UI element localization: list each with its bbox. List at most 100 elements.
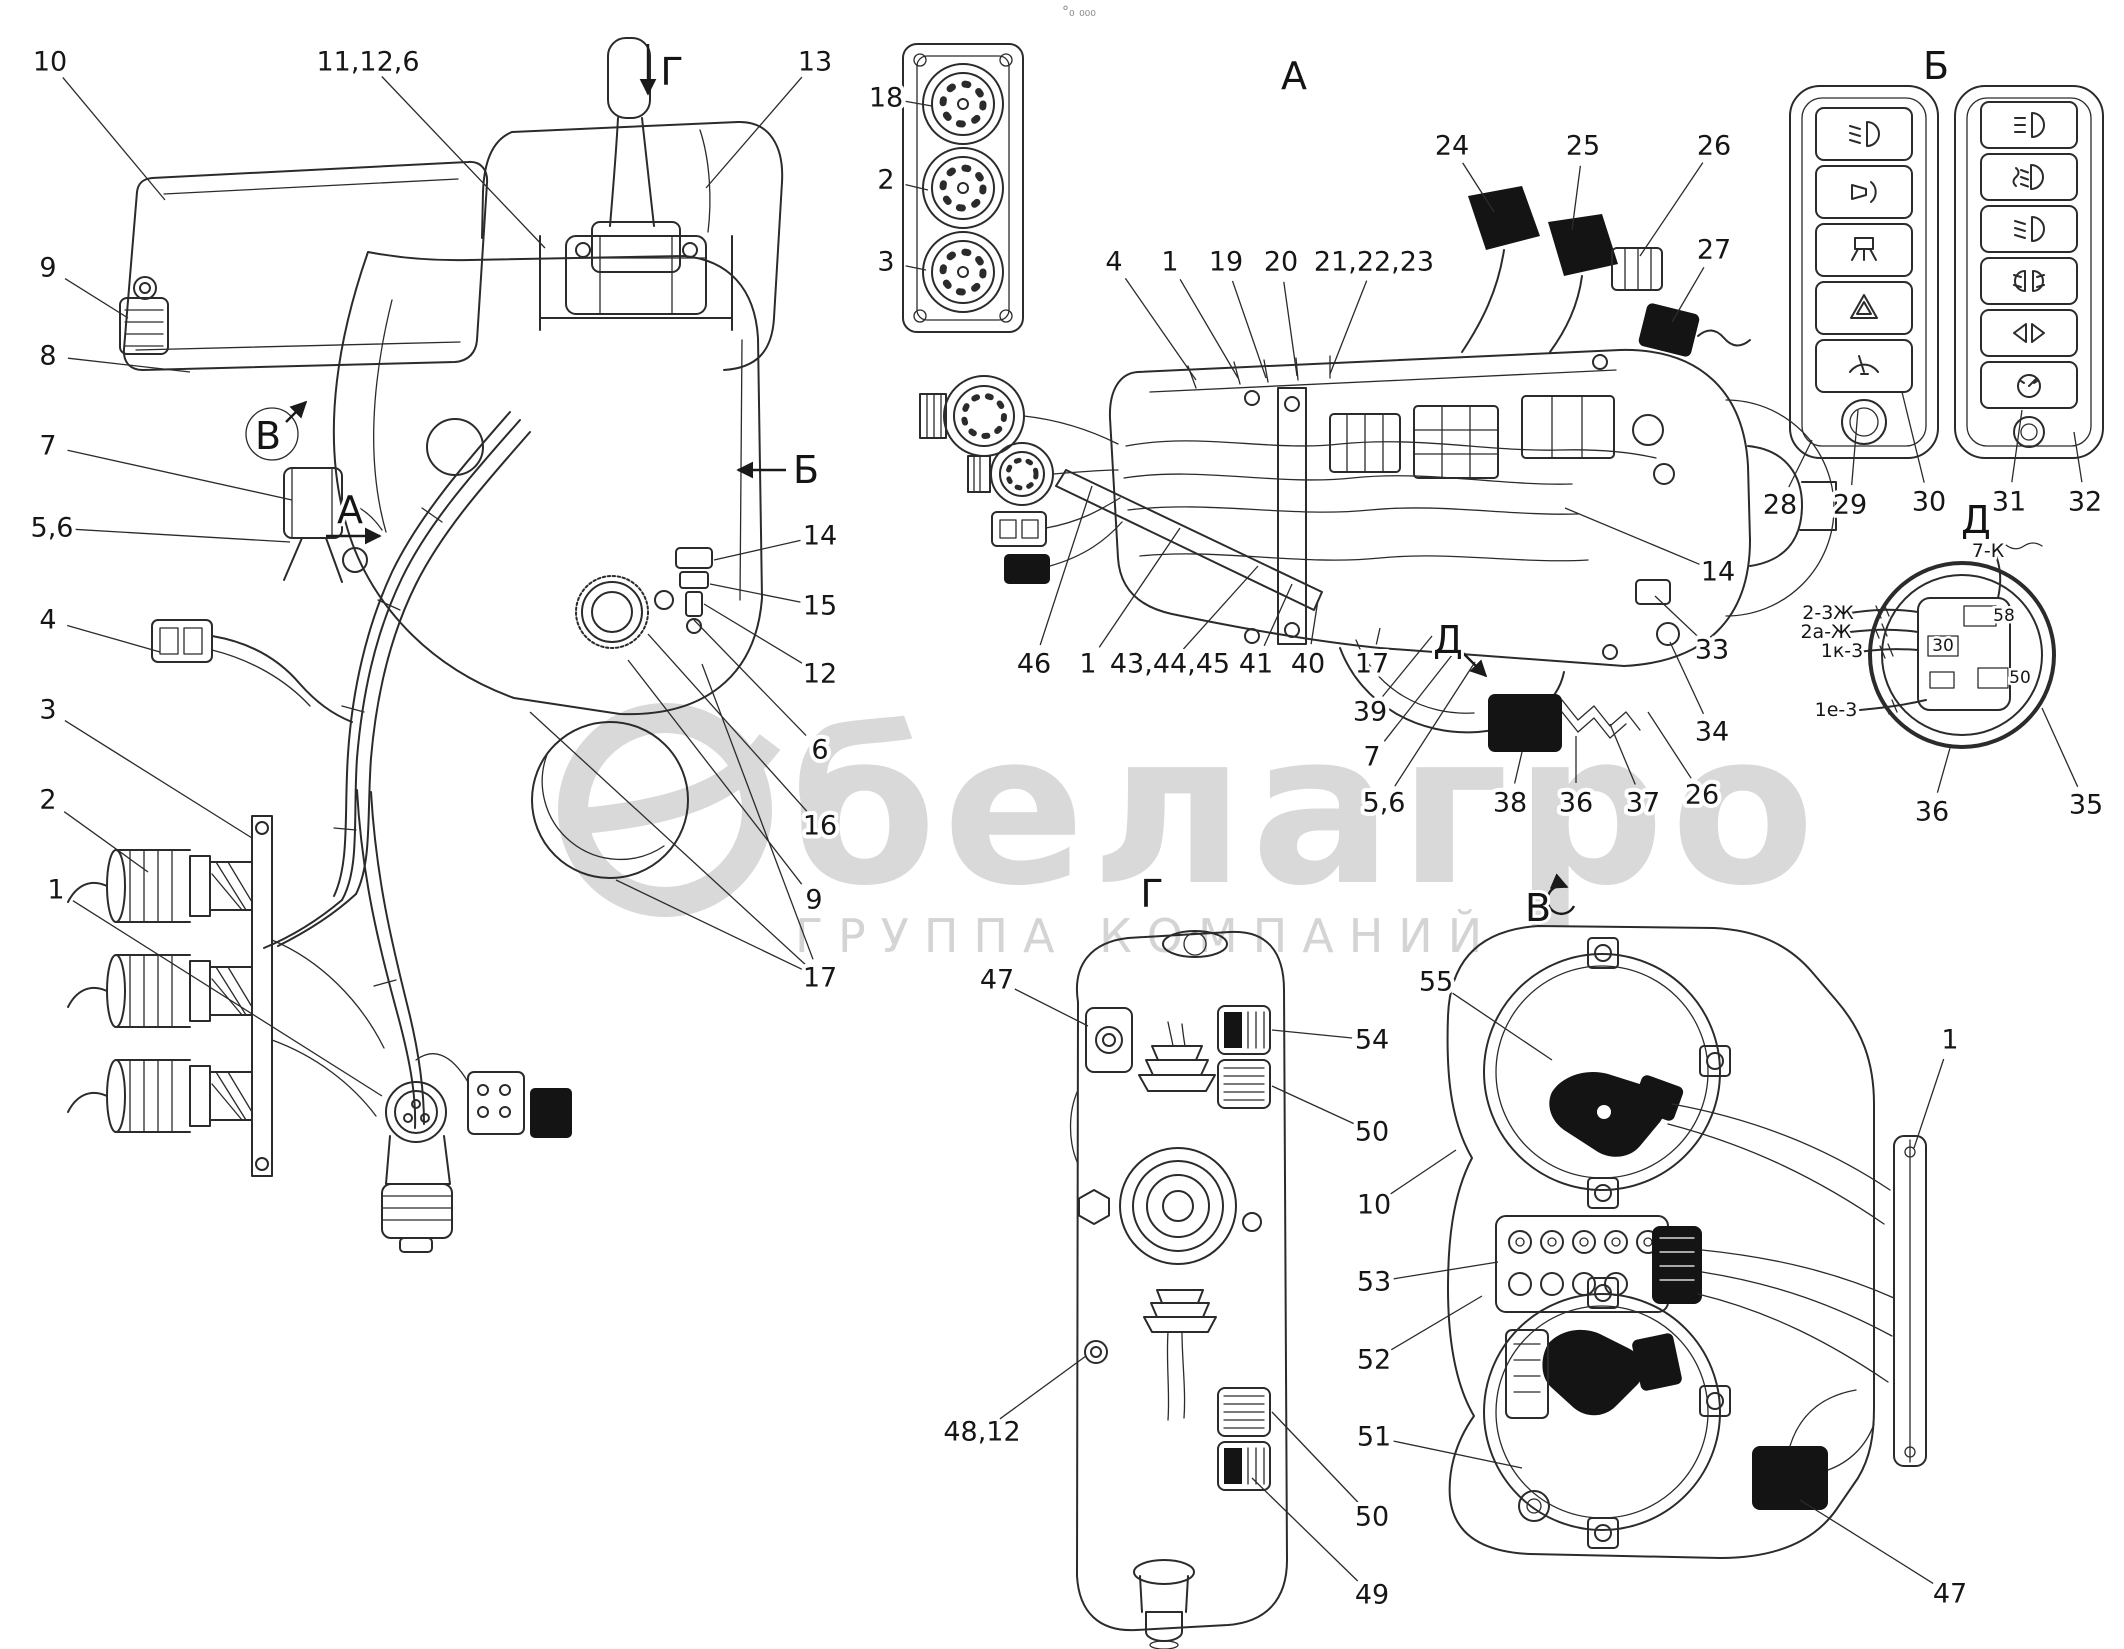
callout-10-0: 10 xyxy=(33,47,67,78)
callout-12-13: 12 xyxy=(803,659,837,690)
view-direction-g: Г xyxy=(660,50,683,94)
round-connector-1 xyxy=(67,849,253,923)
round-connector-2 xyxy=(67,954,253,1028)
callout-40-37: 40 xyxy=(1291,649,1325,680)
headlight-high-beam-icon xyxy=(2014,112,2045,138)
callout-leader-40 xyxy=(1310,599,1319,645)
callout-leader-7 xyxy=(1383,649,1457,742)
callout-leader-51 xyxy=(1393,1440,1523,1469)
callout-1-60: 1 xyxy=(1941,1025,1958,1056)
callout-leader-31 xyxy=(2011,409,2023,483)
callout-leader-7 xyxy=(67,449,293,501)
callout-leader-2 xyxy=(905,183,929,191)
callout-5,6-41: 5,6 xyxy=(1363,788,1406,819)
switch-cell-right-1 xyxy=(1980,153,2078,201)
harness-round-connector-small xyxy=(967,442,1054,506)
callout-leader-16 xyxy=(647,633,808,812)
callout-33-31: 33 xyxy=(1695,635,1729,666)
wiper-icon xyxy=(1849,355,1879,375)
callout-leader-26 xyxy=(1639,162,1704,257)
callout-leader-14 xyxy=(1564,507,1700,565)
callout-41-36: 41 xyxy=(1239,649,1273,680)
callout-leader-35 xyxy=(2041,707,2079,788)
callout-32-50: 32 xyxy=(2068,487,2102,518)
panel-connector xyxy=(119,276,169,355)
callout-leader-55 xyxy=(1452,992,1553,1061)
callout-leader-34 xyxy=(1669,641,1705,715)
steering-column-side-view xyxy=(67,37,784,1253)
switch-panel-icons xyxy=(1815,101,2078,448)
callout-leader-48,12 xyxy=(997,1355,1087,1421)
callout-leader-53 xyxy=(1393,1261,1499,1280)
callout-28-46: 28 xyxy=(1763,490,1797,521)
section-v-view xyxy=(1446,925,1927,1559)
callout-leader-6 xyxy=(693,619,807,737)
callout-14-30: 14 xyxy=(1701,557,1735,588)
rocker-switch-49 xyxy=(1217,1441,1271,1491)
callout-leader-4 xyxy=(1124,278,1197,381)
callout-8-4: 8 xyxy=(39,341,56,372)
switch-panel-right-frame xyxy=(1954,85,2104,459)
callout-4-25: 4 xyxy=(1105,247,1122,278)
callout-53-62: 53 xyxy=(1357,1267,1391,1298)
wire-label-2-3Ж: 2-3Ж xyxy=(1802,602,1854,624)
callout-7-40: 7 xyxy=(1363,742,1380,773)
headlight-low-beam-icon xyxy=(1849,121,1880,147)
callout-26-45: 26 xyxy=(1685,780,1719,811)
harness-loop xyxy=(531,721,689,879)
watermark-logo-icon xyxy=(558,703,781,917)
view-marker-v-arrow xyxy=(285,400,308,423)
callout-leader-43,44,45 xyxy=(1182,565,1259,650)
callout-leader-24 xyxy=(1462,162,1495,213)
switch-cell-left-4 xyxy=(1815,339,1913,393)
dash-panel xyxy=(122,160,489,371)
callout-30-48: 30 xyxy=(1912,487,1946,518)
callout-2-9: 2 xyxy=(39,785,56,816)
cluster-housing-outline xyxy=(1446,925,1875,1559)
mount-clips xyxy=(1587,937,1731,1549)
callout-leader-2 xyxy=(63,811,149,873)
callout-leader-9 xyxy=(64,278,129,319)
callout-leader-36 xyxy=(1936,747,1951,793)
callout-leader-9 xyxy=(627,659,803,885)
ribbed-round-connector xyxy=(381,1081,453,1253)
rocker-switch-left xyxy=(1085,1007,1133,1073)
section-g-view xyxy=(1069,930,1288,1649)
callout-34-32: 34 xyxy=(1695,717,1729,748)
wire-label-30: 30 xyxy=(1932,636,1954,656)
column-top-outline xyxy=(1108,348,1751,667)
callout-47-53: 47 xyxy=(980,965,1014,996)
callout-leader-49 xyxy=(1251,1477,1359,1582)
callout-leader-17 xyxy=(701,663,814,960)
section-label-d: Д xyxy=(1961,498,1991,542)
lower-boot xyxy=(1143,1289,1217,1333)
harness-round-connector-big xyxy=(919,375,1025,457)
callout-29-47: 29 xyxy=(1833,490,1867,521)
callout-47-65: 47 xyxy=(1933,1579,1967,1610)
callout-leader-41 xyxy=(1263,583,1293,647)
connector-plate-view xyxy=(902,43,1024,333)
callout-54-54: 54 xyxy=(1355,1025,1389,1056)
callout-leader-11,12,6 xyxy=(381,76,546,249)
callout-38-42: 38 xyxy=(1493,788,1527,819)
round-connector-3 xyxy=(67,1059,253,1133)
rocker-switch-50-lower xyxy=(1217,1387,1271,1437)
callout-leader-17 xyxy=(1375,627,1381,645)
connector-mount-plate xyxy=(251,815,273,1177)
callout-31-49: 31 xyxy=(1992,487,2026,518)
callout-leader-5,6 xyxy=(71,528,291,543)
callout-39-39: 39 xyxy=(1353,697,1387,728)
harness-bracket-arm xyxy=(1055,469,1323,611)
section-label-v-rotate-arrow xyxy=(1546,873,1576,916)
callout-13-2: 13 xyxy=(798,47,832,78)
callout-52-63: 52 xyxy=(1357,1345,1391,1376)
callout-leader-47 xyxy=(1799,1499,1934,1584)
callout-leader-3 xyxy=(64,720,253,839)
horn-icon xyxy=(1851,181,1877,203)
callout-leader-10 xyxy=(1390,1149,1457,1195)
hex-bolt xyxy=(1078,1189,1110,1225)
callout-leader-33 xyxy=(1654,595,1698,637)
callout-6-14: 6 xyxy=(811,735,828,766)
callout-leader-17 xyxy=(529,711,806,965)
callout-24-21: 24 xyxy=(1435,131,1469,162)
